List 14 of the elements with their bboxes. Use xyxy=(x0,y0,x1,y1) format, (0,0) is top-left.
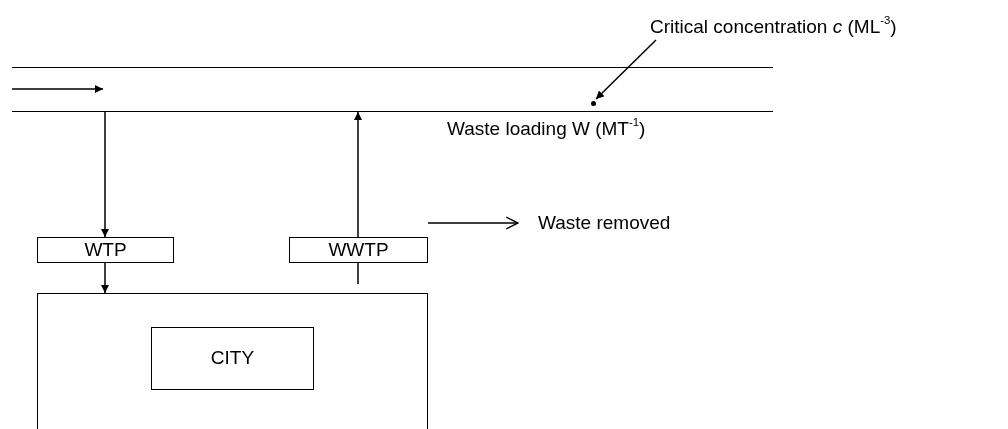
arrow xyxy=(101,262,109,294)
process-box: WWTP xyxy=(289,237,428,263)
city-box: CITY xyxy=(151,327,314,390)
annotation-text: Waste loading W (MT$^{-1}$) xyxy=(447,118,646,141)
output-label: Waste removed xyxy=(538,210,718,236)
city-area-box xyxy=(37,293,428,429)
river-channel xyxy=(12,67,773,112)
process-box: WTP xyxy=(37,237,174,263)
leader-line xyxy=(595,39,657,100)
arrow xyxy=(101,111,109,238)
callout-text: Critical concentration c (ML$^{-3}$) xyxy=(650,14,1000,40)
arrow xyxy=(427,216,519,230)
sampling-point-dot xyxy=(591,101,596,106)
arrow xyxy=(354,111,362,238)
